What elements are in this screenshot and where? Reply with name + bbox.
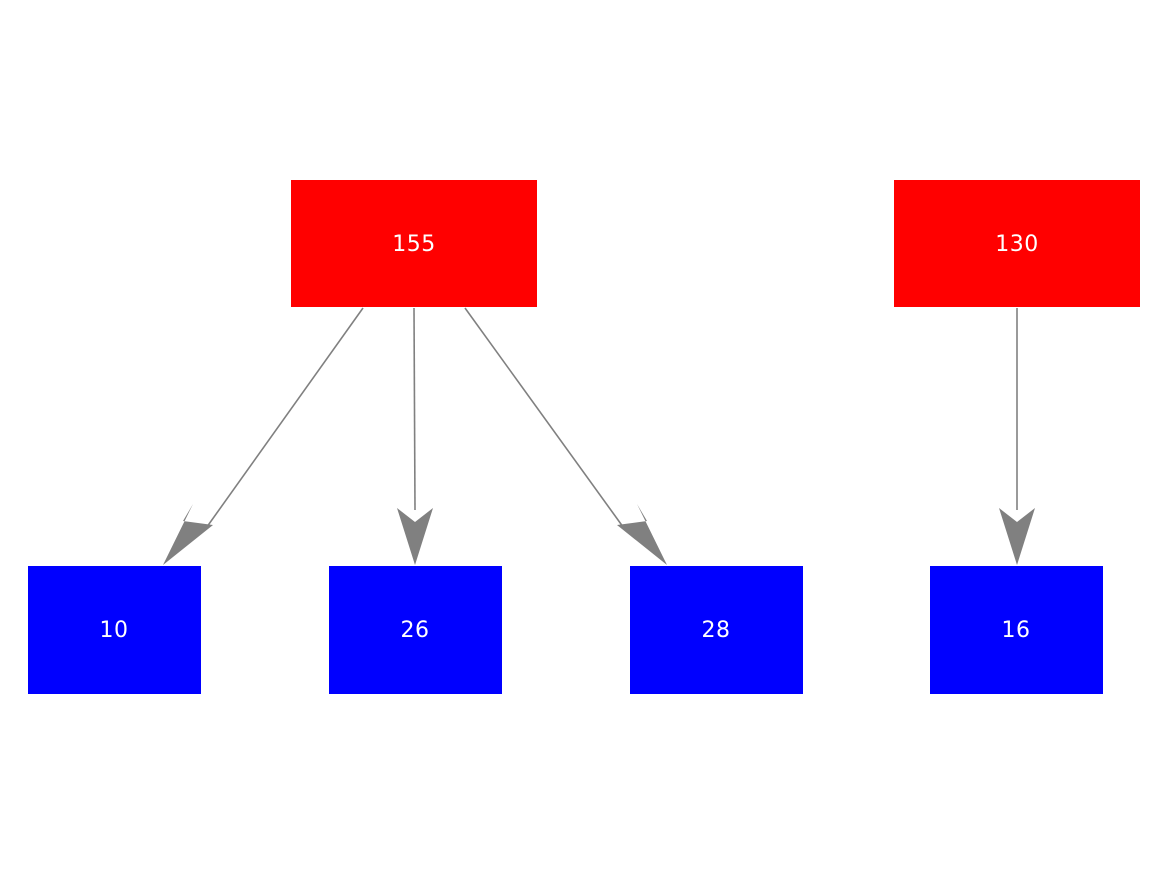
node-155-label: 155 [392,232,436,257]
edge-arrowhead-155-to-28 [617,504,667,565]
edge-130-to-16[interactable] [999,308,1035,565]
edge-155-to-28[interactable] [464,307,667,565]
node-130[interactable]: 130 [894,180,1140,307]
node-28-label: 28 [702,618,731,643]
node-26[interactable]: 26 [329,566,502,694]
node-130-rect [894,180,1140,307]
node-16-label: 16 [1002,618,1031,643]
node-155-rect [291,180,537,307]
node-26-rect [329,566,502,694]
edge-arrowhead-155-to-10 [163,504,213,565]
edge-arrowhead-155-to-26 [397,508,433,565]
edge-line-155-to-28 [464,307,627,532]
node-10-rect [28,566,201,694]
edge-155-to-10[interactable] [163,307,364,565]
edge-line-155-to-10 [203,307,364,532]
node-28-rect [630,566,803,694]
node-26-label: 26 [401,618,430,643]
edge-arrowhead-130-to-16 [999,508,1035,565]
node-28[interactable]: 28 [630,566,803,694]
node-10[interactable]: 10 [28,566,201,694]
edge-line-155-to-26 [413,307,416,511]
nodes-layer: 155 130 10 26 28 [28,180,1140,694]
edges-layer [163,307,1035,565]
node-130-label: 130 [995,232,1039,257]
node-16[interactable]: 16 [930,566,1103,694]
node-155[interactable]: 155 [291,180,537,307]
node-16-rect [930,566,1103,694]
edge-155-to-26[interactable] [397,307,433,565]
node-10-label: 10 [100,618,129,643]
